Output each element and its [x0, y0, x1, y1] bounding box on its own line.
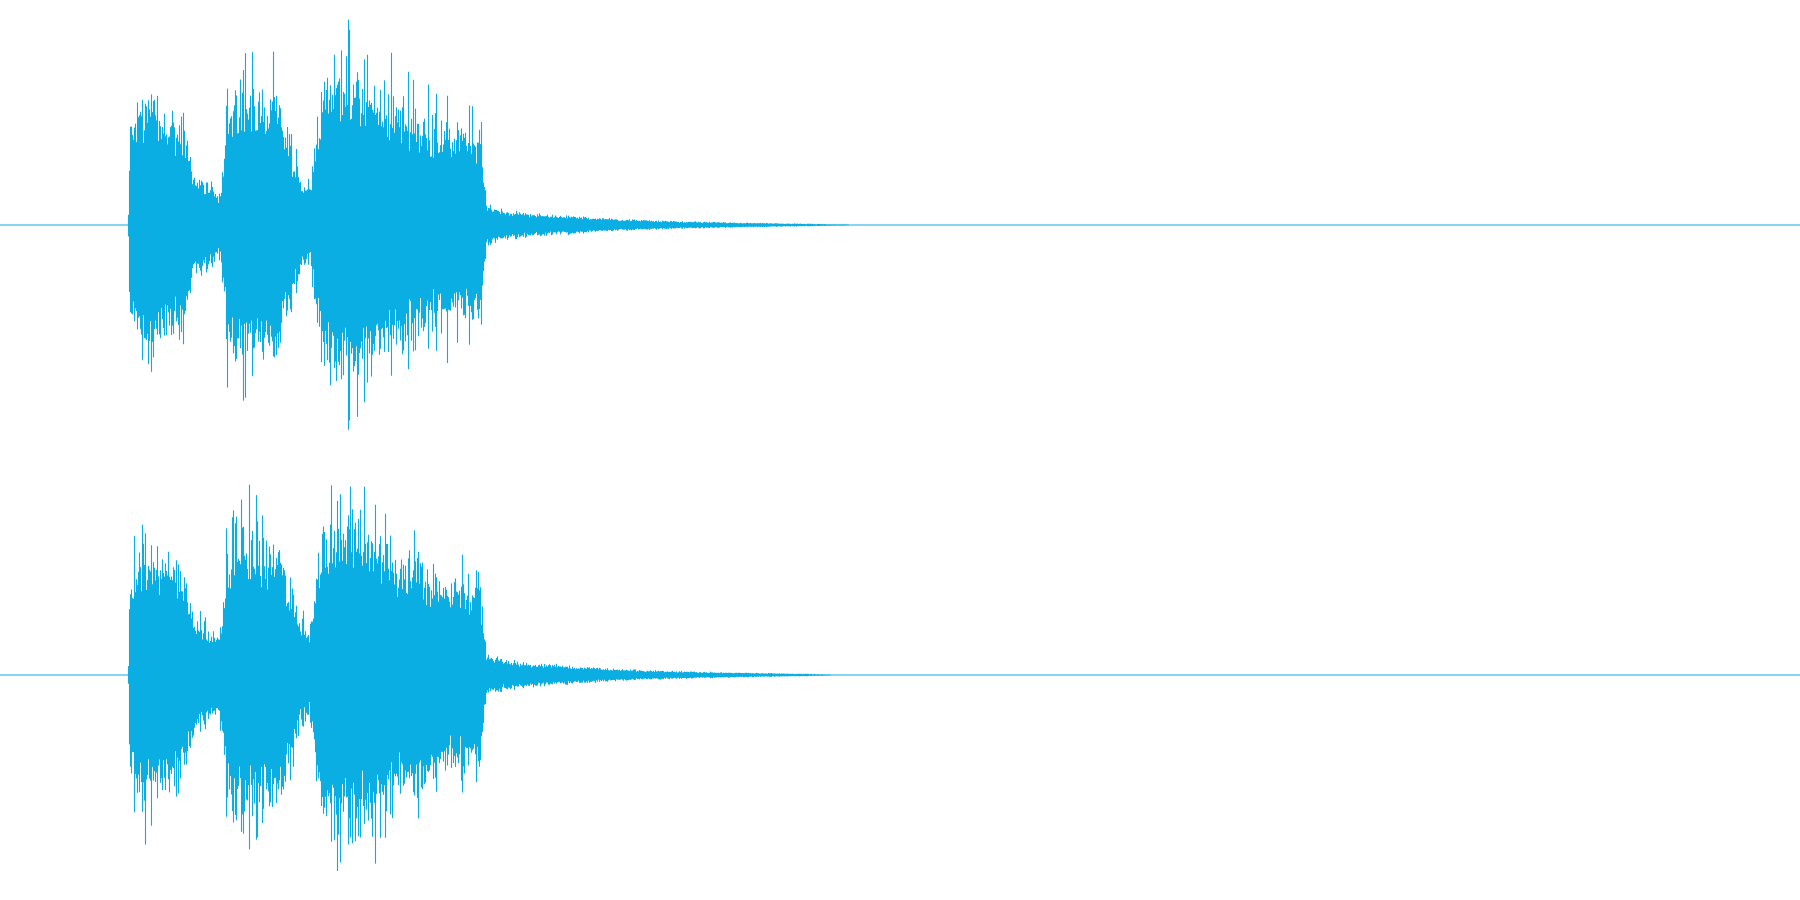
- channel-1: [0, 19, 1800, 430]
- channel-2: [0, 484, 1800, 871]
- channel-1-waveform: [127, 19, 864, 430]
- channel-2-waveform: [127, 484, 846, 871]
